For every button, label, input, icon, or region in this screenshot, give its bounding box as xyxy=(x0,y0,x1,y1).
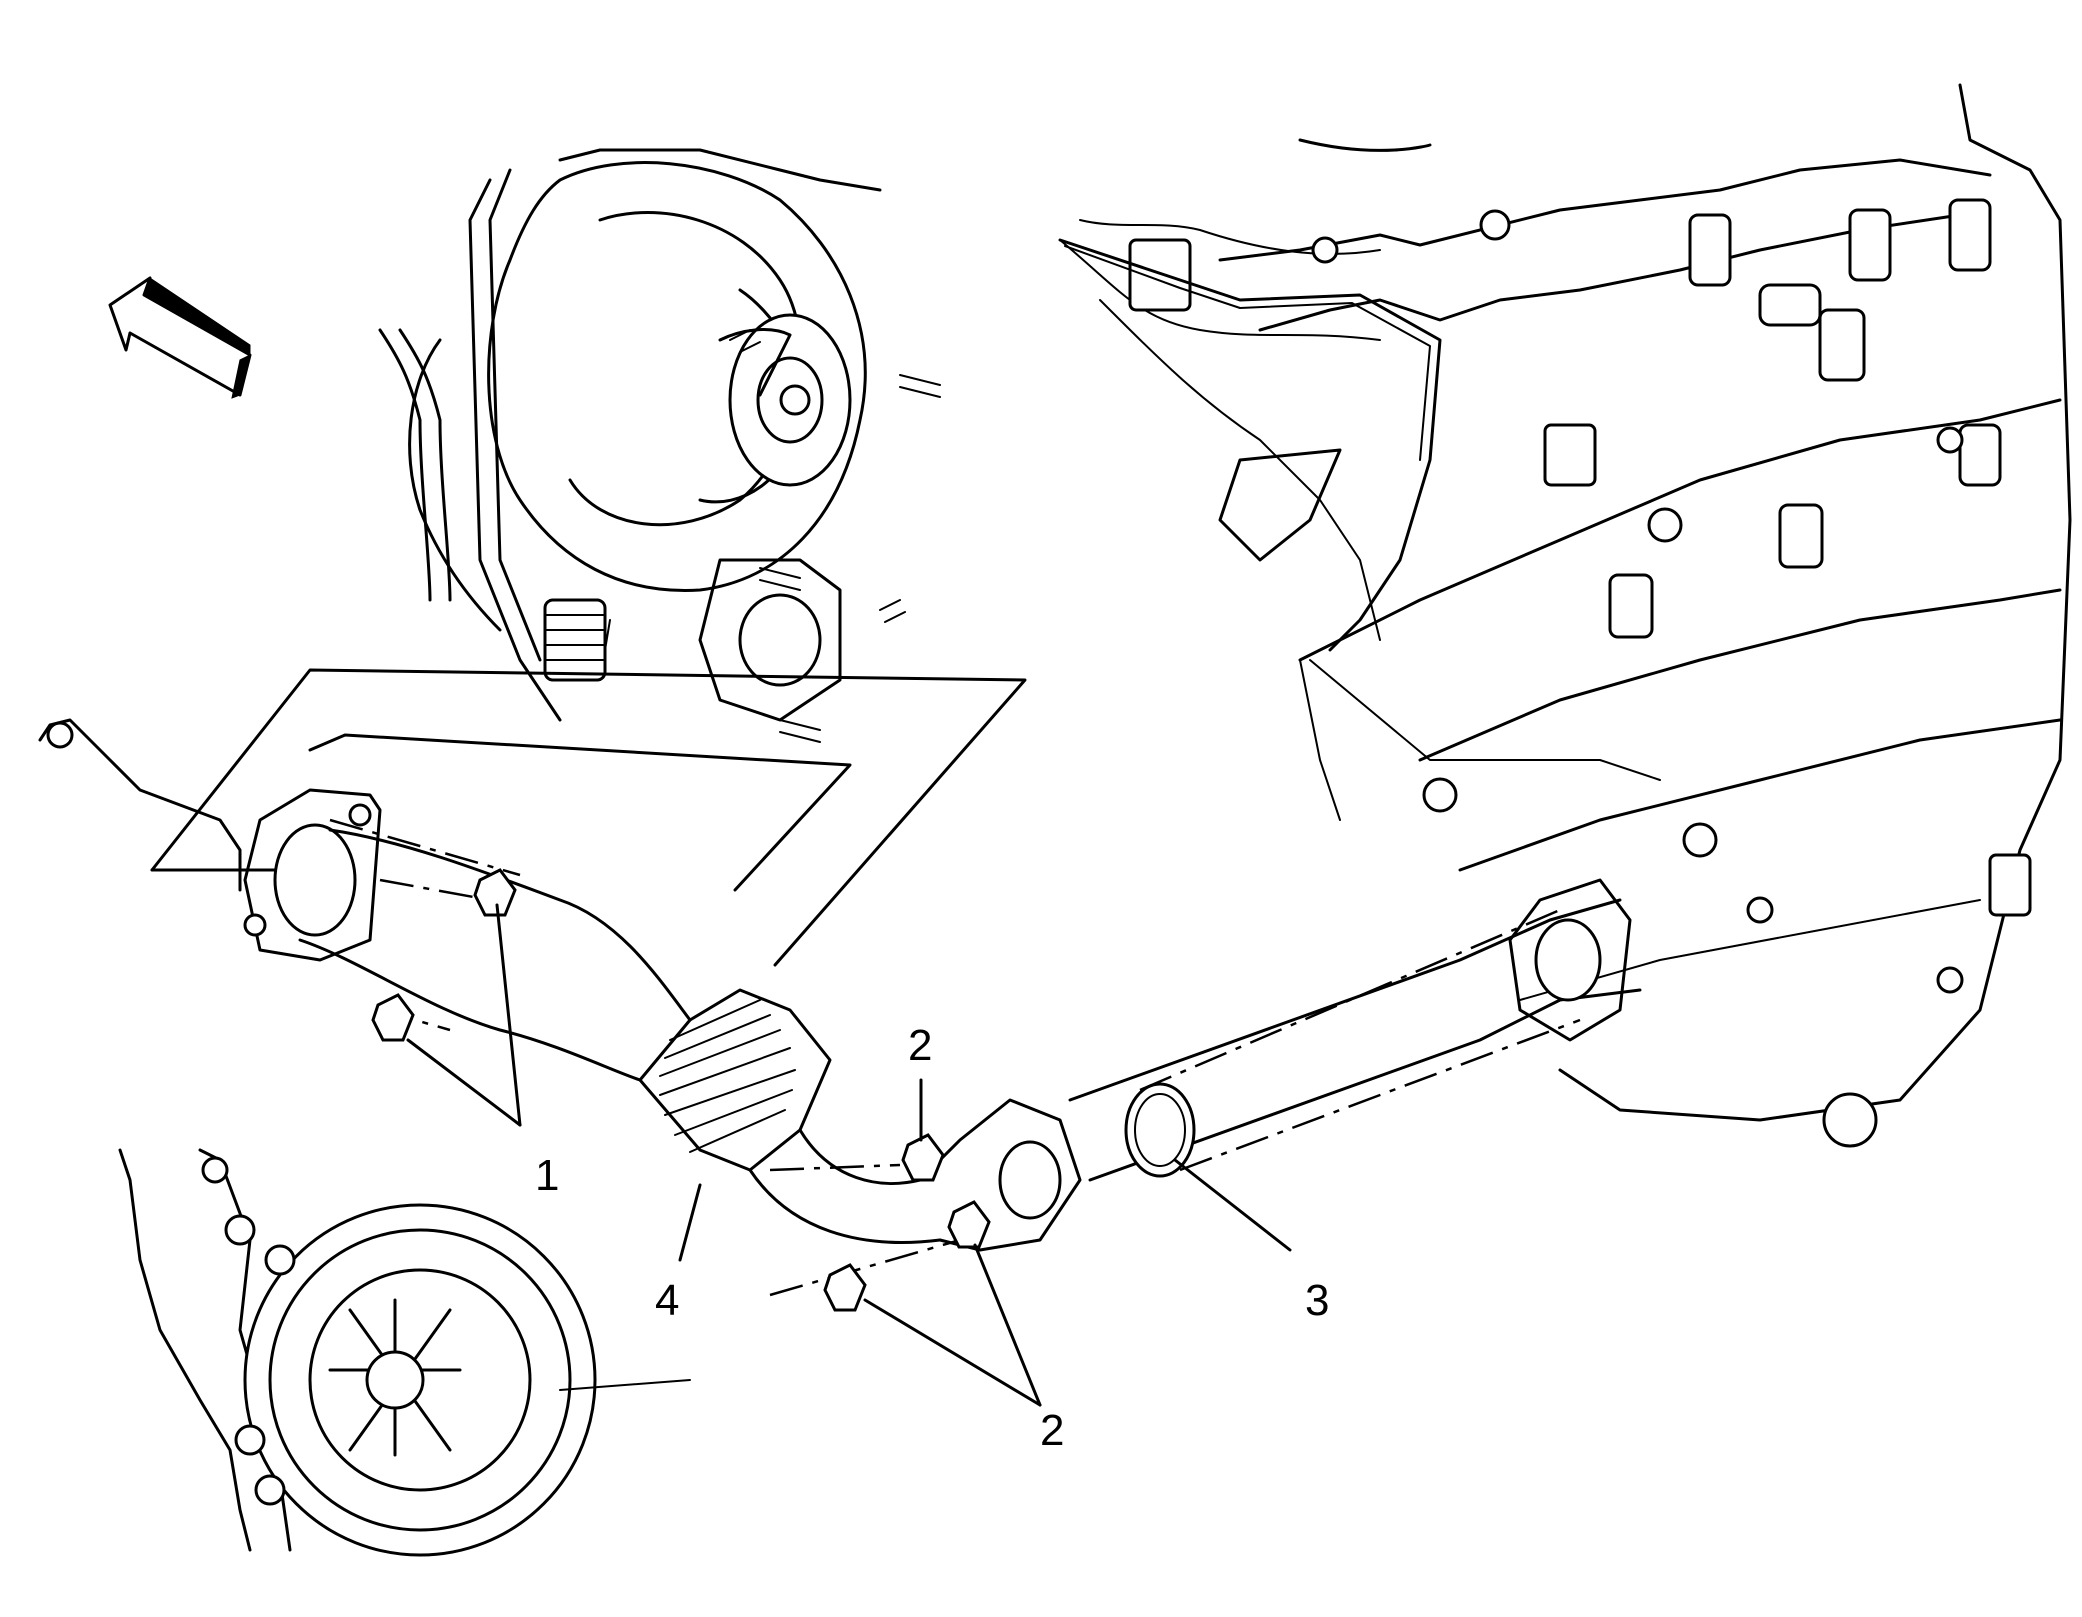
callout-4: 4 xyxy=(655,1276,679,1325)
nut xyxy=(371,868,991,1312)
exhaust-pipe xyxy=(1068,878,1642,1182)
gasket-outline-frame xyxy=(150,668,1027,967)
callout-3: 3 xyxy=(1305,1276,1329,1325)
callout-2-bottom: 2 xyxy=(1040,1406,1064,1455)
converter-pipe xyxy=(38,718,1082,1252)
transmission xyxy=(118,1148,691,1557)
alignment-lines xyxy=(329,818,1581,1297)
leader-lines xyxy=(406,903,1292,1407)
callout-1: 1 xyxy=(535,1151,559,1200)
gasket-ring xyxy=(1124,1082,1196,1178)
turbocharger xyxy=(378,148,941,743)
callout-2-top: 2 xyxy=(908,1021,932,1070)
direction-arrow-icon xyxy=(108,276,252,399)
